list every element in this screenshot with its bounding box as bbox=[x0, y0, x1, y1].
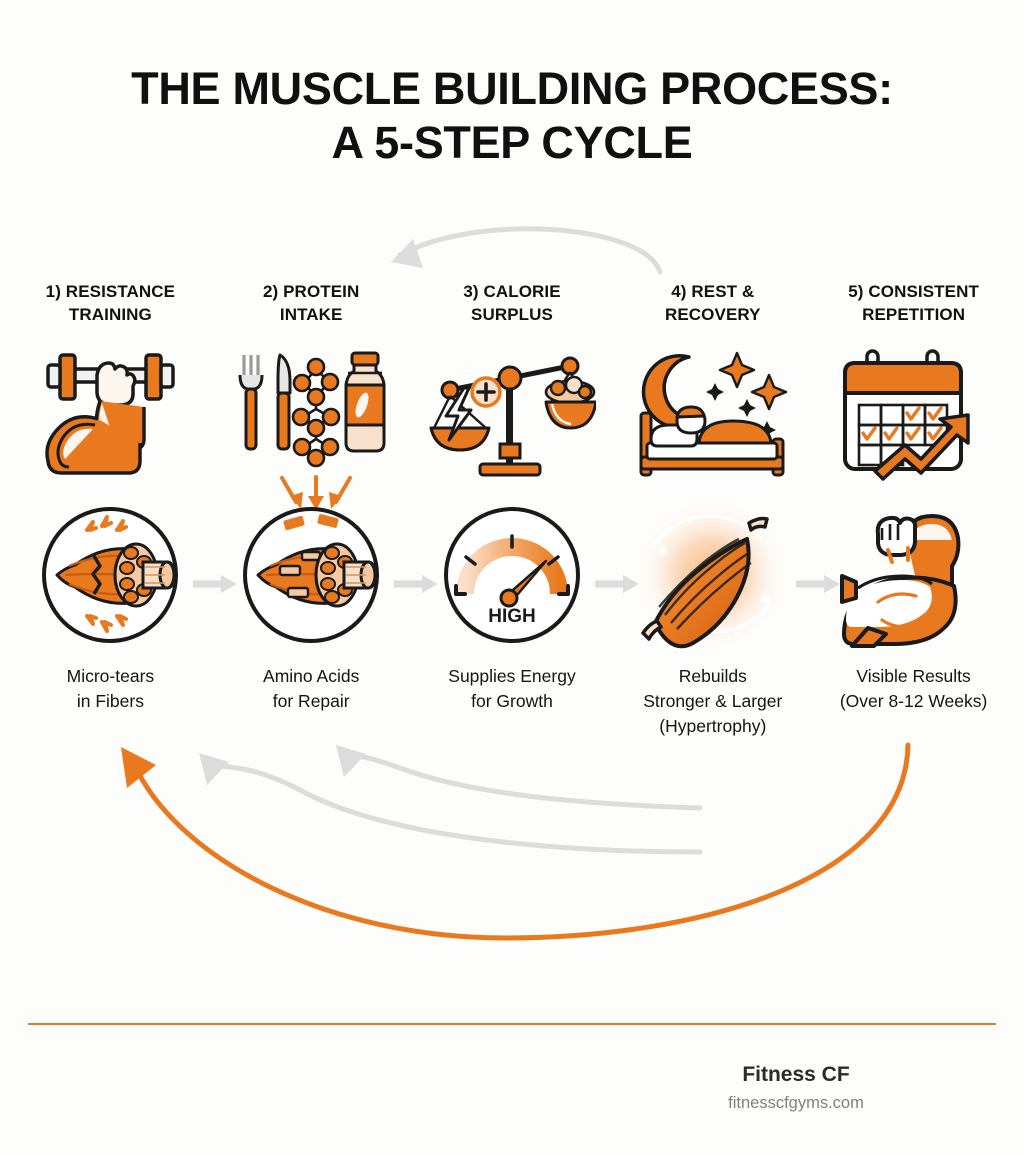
step-1-caption-line2: in Fibers bbox=[76, 691, 144, 711]
protein-molecule-icon bbox=[291, 357, 341, 468]
arrow-step2-to-step3 bbox=[394, 573, 438, 595]
gauge-label: HIGH bbox=[488, 606, 536, 627]
balance-scale-energy-food-icon bbox=[412, 342, 613, 492]
footer-brand: Fitness CF bbox=[742, 1063, 850, 1086]
muscle-fiber-repair-icon bbox=[243, 507, 380, 643]
bottom-short-feedback-arrow bbox=[336, 745, 703, 811]
step-4-caption-line2: Stronger & Larger bbox=[643, 691, 783, 711]
step-3-heading: 3) CALORIE SURPLUS bbox=[463, 281, 560, 328]
step-4-heading: 4) REST & RECOVERY bbox=[665, 281, 761, 328]
step-3-heading-line2: SURPLUS bbox=[471, 304, 553, 324]
calendar-growth-arrow-icon bbox=[813, 342, 1014, 492]
muscle-fiber-microtear-icon bbox=[42, 507, 179, 643]
bottom-long-cycle-arrow bbox=[121, 742, 911, 941]
step-5-caption-line2: (Over 8-12 Weeks) bbox=[839, 691, 988, 711]
step-column-3: 3) CALORIE SURPLUS bbox=[412, 281, 613, 739]
step-4-heading-line2: RECOVERY bbox=[664, 304, 761, 324]
step-column-1: 1) RESISTANCE TRAINING bbox=[10, 281, 211, 739]
glowing-muscle-icon bbox=[634, 497, 791, 653]
step-4-caption: Rebuilds Stronger & Larger (Hypertrophy) bbox=[643, 664, 782, 739]
step-2-caption-line2: for Repair bbox=[272, 691, 350, 711]
step-3-caption-line1: Supplies Energy bbox=[448, 666, 576, 686]
step-4-heading-line1: 4) REST & bbox=[671, 282, 755, 301]
step-1-heading-line1: 1) RESISTANCE bbox=[45, 282, 176, 301]
step-1-heading: 1) RESISTANCE TRAINING bbox=[46, 281, 175, 328]
step-3-heading-line1: 3) CALORIE bbox=[463, 282, 561, 301]
step-5-caption: Visible Results (Over 8-12 Weeks) bbox=[840, 664, 988, 714]
gauge-high-icon: HIGH bbox=[443, 507, 580, 643]
step-2-caption: Amino Acids for Repair bbox=[263, 664, 359, 714]
title-line-2: A 5-STEP CYCLE bbox=[331, 117, 693, 168]
step-3-caption: Supplies Energy for Growth bbox=[448, 664, 575, 714]
step-5-heading-line1: 5) CONSISTENT bbox=[848, 282, 979, 301]
step-2-heading-line2: INTAKE bbox=[279, 304, 343, 324]
knife-icon bbox=[276, 353, 292, 451]
protein-bottle-icon bbox=[344, 351, 386, 453]
step-column-5: 5) CONSISTENT REPETITION bbox=[813, 281, 1014, 739]
step-5-heading: 5) CONSISTENT REPETITION bbox=[848, 281, 979, 328]
sleeping-person-moon-stars-icon bbox=[612, 342, 813, 492]
step-column-4: 4) REST & RECOVERY bbox=[612, 281, 813, 739]
title-line-1: THE MUSCLE BUILDING PROCESS: bbox=[131, 63, 893, 114]
footer-divider bbox=[28, 1023, 996, 1025]
step-5-circle-wrap bbox=[813, 500, 1014, 650]
step-1-heading-line2: TRAINING bbox=[68, 304, 152, 324]
footer-url[interactable]: fitnesscfgyms.com bbox=[728, 1094, 864, 1112]
step-1-caption-line1: Micro-tears bbox=[66, 666, 155, 686]
step-2-heading: 2) PROTEIN INTAKE bbox=[263, 281, 359, 328]
step-2-heading-line1: 2) PROTEIN bbox=[262, 282, 360, 301]
step-2-caption-line1: Amino Acids bbox=[263, 666, 360, 686]
fork-icon bbox=[238, 355, 264, 451]
steps-row: 1) RESISTANCE TRAINING bbox=[10, 281, 1014, 739]
step-5-heading-line2: REPETITION bbox=[862, 304, 966, 324]
step-3-circle-wrap: HIGH bbox=[412, 500, 613, 650]
step-column-2: 2) PROTEIN INTAKE bbox=[211, 281, 412, 739]
dumbbell-flex-arm-icon bbox=[10, 342, 211, 492]
arrow-step4-to-step5 bbox=[796, 573, 840, 595]
flexed-bicep-icon bbox=[839, 514, 960, 648]
step-2-circle-wrap bbox=[211, 500, 412, 650]
arrow-step3-to-step4 bbox=[595, 573, 639, 595]
step-5-caption-line1: Visible Results bbox=[856, 666, 971, 686]
step-4-caption-line3: (Hypertrophy) bbox=[659, 716, 767, 736]
step-4-circle-wrap bbox=[612, 497, 813, 653]
fork-knife-protein-bottle-icon bbox=[211, 342, 412, 492]
arrow-step1-to-step2 bbox=[193, 573, 237, 595]
step-4-caption-line1: Rebuilds bbox=[678, 666, 747, 686]
step-1-caption: Micro-tears in Fibers bbox=[67, 664, 155, 714]
page-title: THE MUSCLE BUILDING PROCESS: A 5-STEP CY… bbox=[0, 62, 1024, 170]
top-feedback-arrow bbox=[391, 226, 663, 275]
bottom-mid-feedback-arrow bbox=[199, 753, 703, 855]
step-3-caption-line2: for Growth bbox=[471, 691, 553, 711]
step-1-circle-wrap bbox=[10, 500, 211, 650]
